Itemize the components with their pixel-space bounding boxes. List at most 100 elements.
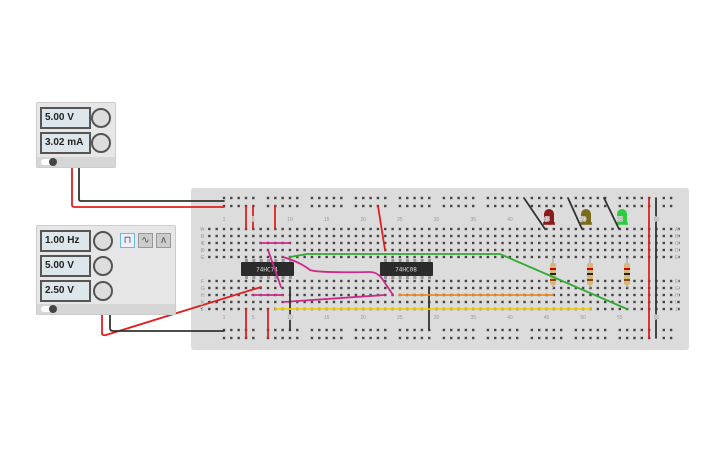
hole[interactable] — [545, 300, 548, 304]
hole[interactable] — [266, 279, 270, 283]
hole[interactable] — [559, 248, 563, 252]
hole[interactable] — [281, 234, 284, 238]
hole[interactable] — [567, 293, 570, 297]
hole[interactable] — [340, 241, 343, 245]
hole[interactable] — [384, 286, 387, 290]
hole[interactable] — [376, 255, 380, 259]
hole[interactable] — [523, 248, 526, 252]
hole[interactable] — [237, 300, 240, 304]
hole[interactable] — [296, 248, 299, 252]
hole[interactable] — [340, 286, 343, 290]
hole[interactable] — [611, 255, 614, 259]
hole[interactable] — [559, 286, 563, 290]
rail-hole[interactable] — [472, 204, 475, 208]
hole[interactable] — [640, 293, 644, 297]
hole[interactable] — [215, 234, 218, 238]
rail-hole[interactable] — [625, 328, 629, 332]
hole[interactable] — [611, 307, 614, 311]
rail-hole[interactable] — [501, 196, 504, 200]
hole[interactable] — [237, 293, 240, 297]
rail-hole[interactable] — [237, 196, 240, 200]
hole[interactable] — [369, 227, 372, 231]
hole[interactable] — [340, 234, 343, 238]
hole[interactable] — [574, 300, 578, 304]
hole[interactable] — [633, 255, 636, 259]
hole[interactable] — [457, 227, 460, 231]
ic-chip[interactable]: 74HC08 — [380, 259, 433, 279]
rail-hole[interactable] — [237, 336, 240, 340]
rail-hole[interactable] — [318, 196, 321, 200]
hole[interactable] — [640, 286, 644, 290]
hole[interactable] — [230, 293, 233, 297]
hole[interactable] — [310, 234, 314, 238]
rail-hole[interactable] — [574, 196, 578, 200]
hole[interactable] — [464, 279, 468, 283]
hole[interactable] — [596, 234, 600, 238]
hole[interactable] — [310, 300, 314, 304]
hole[interactable] — [523, 241, 526, 245]
rail-hole[interactable] — [325, 196, 328, 200]
hole[interactable] — [464, 300, 468, 304]
rail-hole[interactable] — [442, 336, 446, 340]
rail-hole[interactable] — [354, 196, 358, 200]
rail-hole[interactable] — [420, 328, 424, 332]
hole[interactable] — [611, 234, 614, 238]
hole[interactable] — [406, 255, 409, 259]
rail-hole[interactable] — [618, 328, 622, 332]
rail-hole[interactable] — [296, 204, 299, 208]
hole[interactable] — [669, 307, 673, 311]
hole[interactable] — [318, 248, 321, 252]
rail-hole[interactable] — [516, 196, 519, 200]
hole[interactable] — [669, 241, 673, 245]
hole[interactable] — [516, 255, 519, 259]
hole[interactable] — [625, 227, 629, 231]
rail-hole[interactable] — [530, 328, 534, 332]
hole[interactable] — [340, 227, 343, 231]
hole[interactable] — [428, 248, 431, 252]
rail-hole[interactable] — [574, 336, 578, 340]
hole[interactable] — [581, 234, 585, 238]
rail-hole[interactable] — [464, 328, 468, 332]
hole[interactable] — [303, 241, 306, 245]
voltage-knob[interactable] — [91, 108, 111, 128]
hole[interactable] — [362, 286, 365, 290]
hole[interactable] — [603, 307, 607, 311]
hole[interactable] — [442, 300, 446, 304]
hole[interactable] — [596, 279, 600, 283]
rail-hole[interactable] — [494, 336, 497, 340]
hole[interactable] — [603, 293, 607, 297]
rail-hole[interactable] — [310, 336, 314, 340]
frequency-knob[interactable] — [93, 231, 113, 251]
hole[interactable] — [288, 234, 292, 238]
hole[interactable] — [274, 279, 277, 283]
hole[interactable] — [208, 241, 211, 245]
rail-hole[interactable] — [340, 328, 343, 332]
green-wire[interactable] — [289, 253, 628, 310]
hole[interactable] — [435, 279, 438, 283]
rail-hole[interactable] — [618, 204, 622, 208]
hole[interactable] — [494, 234, 497, 238]
rail-hole[interactable] — [398, 204, 402, 208]
hole[interactable] — [611, 286, 614, 290]
rail-hole[interactable] — [296, 328, 299, 332]
hole[interactable] — [252, 255, 255, 259]
hole[interactable] — [332, 300, 336, 304]
hole[interactable] — [384, 279, 387, 283]
rail-hole[interactable] — [230, 328, 233, 332]
hole[interactable] — [406, 248, 409, 252]
hole[interactable] — [413, 248, 416, 252]
rail-hole[interactable] — [574, 204, 578, 208]
rail-hole[interactable] — [625, 336, 629, 340]
hole[interactable] — [530, 255, 534, 259]
rail-hole[interactable] — [252, 328, 255, 332]
hole[interactable] — [398, 286, 402, 290]
hole[interactable] — [508, 241, 512, 245]
rail-hole[interactable] — [669, 336, 673, 340]
hole[interactable] — [215, 286, 218, 290]
hole[interactable] — [559, 255, 563, 259]
hole[interactable] — [552, 248, 556, 252]
hole[interactable] — [530, 227, 534, 231]
rail-hole[interactable] — [486, 336, 490, 340]
hole[interactable] — [318, 300, 321, 304]
hole[interactable] — [354, 227, 358, 231]
